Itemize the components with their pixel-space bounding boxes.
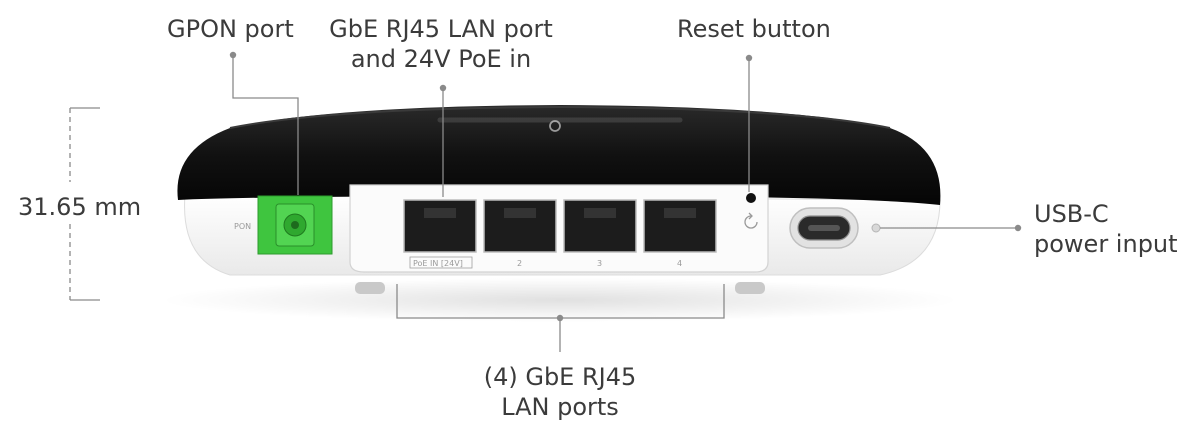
port-label-1: PoE IN [24V] — [413, 259, 463, 268]
lan-ports-label: (4) GbE RJ45 LAN ports — [470, 362, 650, 422]
rj45-poe-label-line1: GbE RJ45 LAN port — [329, 15, 553, 43]
power-led — [871, 223, 881, 233]
rj45-poe-label: GbE RJ45 LAN port and 24V PoE in — [322, 14, 560, 74]
rj45-port-3 — [563, 199, 637, 253]
port-label-2: 2 — [517, 259, 522, 268]
port-label-4: 4 — [677, 259, 682, 268]
rj45-poe-label-line2: and 24V PoE in — [350, 45, 532, 73]
lan-ports-label-line1: (4) GbE RJ45 — [483, 363, 637, 391]
usb-c-label-line1: USB-C — [1034, 200, 1109, 228]
gpon-port-label: GPON port — [167, 15, 294, 43]
usb-c-port — [789, 207, 859, 249]
rj45-port-2 — [483, 199, 557, 253]
reset-button-label: Reset button — [677, 15, 831, 43]
reset-button — [746, 193, 756, 203]
height-dimension-label: 31.65 mm — [18, 193, 142, 221]
rj45-port-1 — [403, 199, 477, 253]
port-label-3: 3 — [597, 259, 602, 268]
usb-c-label-line2: power input — [1034, 230, 1178, 258]
usb-c-label: USB-C power input — [1034, 199, 1178, 259]
leader-lines — [69, 55, 1018, 352]
reset-icon — [744, 212, 758, 229]
pon-text: PON — [234, 222, 251, 231]
leader-dots — [229, 51, 1022, 322]
rj45-port-4 — [643, 199, 717, 253]
gpon-port — [257, 195, 333, 255]
lan-ports-label-line2: LAN ports — [501, 393, 619, 421]
poe-label-box — [409, 256, 473, 269]
